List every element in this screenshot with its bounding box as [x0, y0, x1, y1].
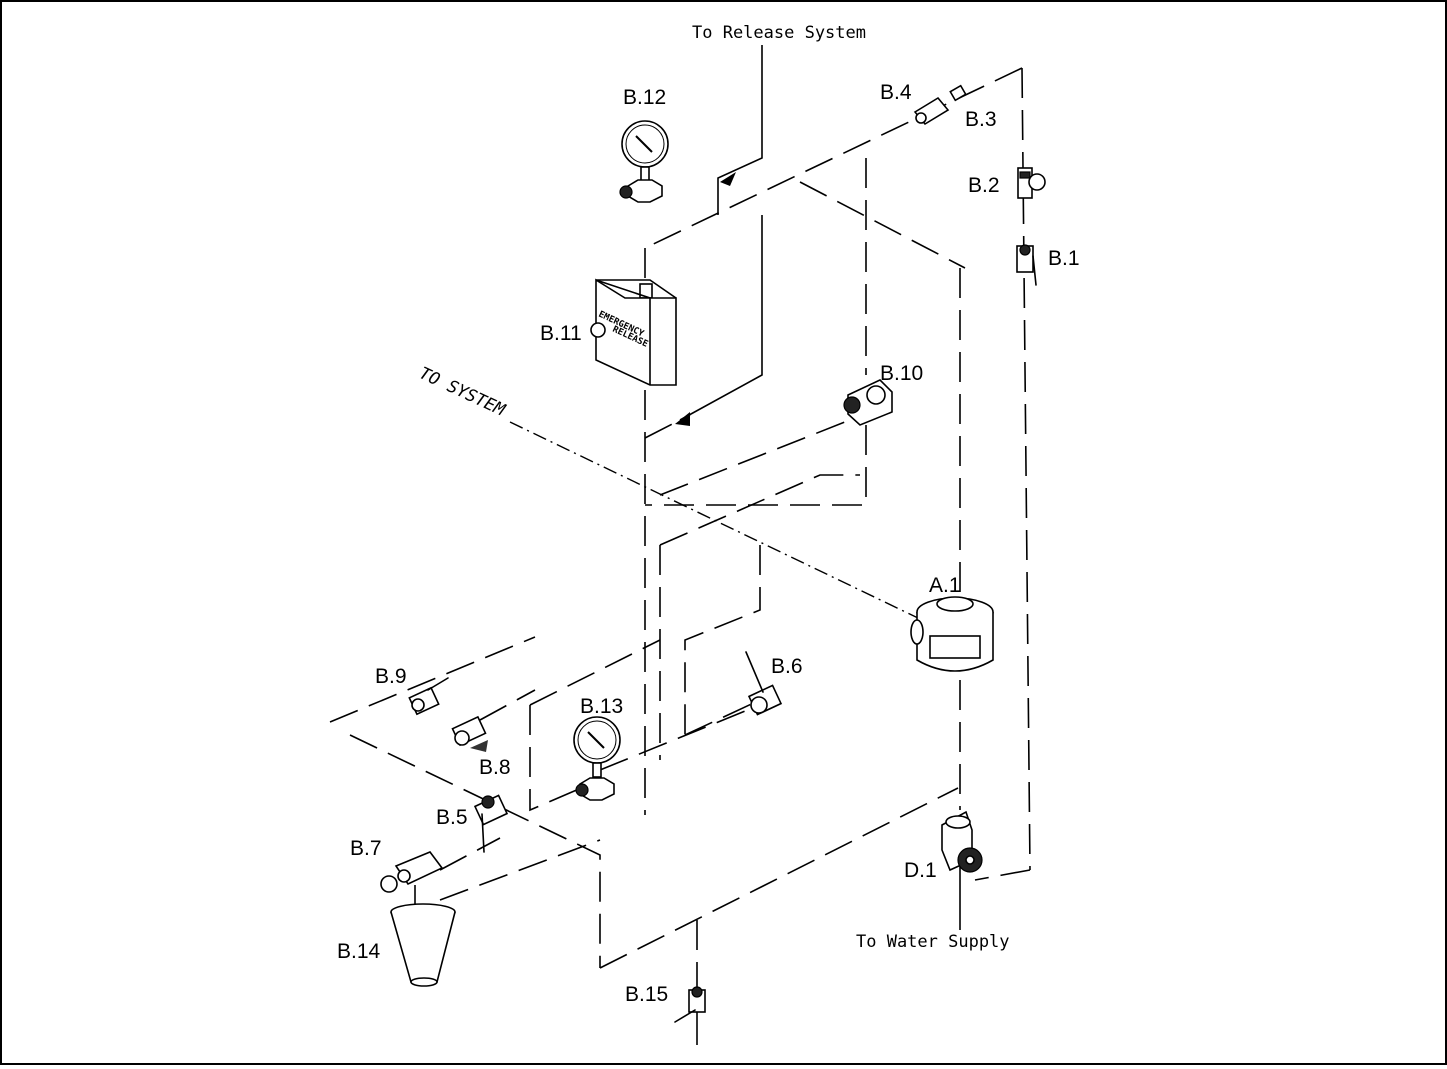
label-b1: B.1: [1048, 247, 1080, 270]
pipe-b6-stub: [684, 699, 761, 736]
strainer-icon: [1017, 167, 1046, 199]
ball-valve-icon: [473, 794, 509, 853]
pipe-b9-line: [329, 636, 536, 723]
pipe-upper-cross: [799, 181, 966, 269]
box-outline: [595, 278, 677, 386]
release-line-lower: [679, 215, 763, 421]
label-b15: B.15: [625, 983, 668, 1006]
component-labels: B.12 B.4 B.3 B.2 B.1 B.11 B.10 A.1 B.9 B…: [337, 81, 1080, 1006]
label-b7: B.7: [350, 837, 382, 860]
ball-valve-icon: [408, 677, 449, 716]
drain-funnel-icon: [390, 903, 456, 987]
check-valve-icon: [843, 379, 893, 426]
release-line-upper: [717, 45, 763, 215]
label-a1: A.1: [929, 574, 961, 597]
label-b10: B.10: [880, 362, 923, 385]
label-b11: B.11: [540, 322, 582, 345]
pipe-bottom-diagonal: [599, 787, 959, 969]
flow-arrow-icon: [675, 412, 690, 426]
fitting-icon: [913, 84, 967, 126]
pressure-gauge-icon: [619, 120, 669, 203]
label-b13: B.13: [580, 695, 623, 718]
piping-lines: [329, 67, 1031, 985]
to-system-line: [509, 421, 919, 619]
ball-valve-icon: [1016, 244, 1037, 286]
emergency-release-box: EMERGENCY RELEASE: [595, 278, 677, 386]
b11-indicator: [590, 322, 606, 338]
pipe-b8-stub: [479, 689, 536, 721]
pipe-lower-left-diagonal: [349, 734, 601, 968]
label-b4: B.4: [880, 81, 912, 104]
drain-valve-icon: [451, 715, 488, 752]
label-b14: B.14: [337, 940, 381, 963]
caption-to-water-supply: To Water Supply: [856, 932, 1010, 952]
deluge-valve-icon: [910, 596, 994, 672]
caption-to-release-system: To Release System: [692, 23, 866, 43]
pipe-b6-loop: [684, 545, 761, 735]
control-valve-icon: [941, 810, 983, 873]
label-b5: B.5: [436, 806, 468, 829]
release-lines: [414, 45, 961, 1045]
label-b2: B.2: [968, 174, 1000, 197]
pipe-b10-branch: [659, 419, 851, 496]
ball-valve-icon: [380, 851, 444, 893]
pipe-mid-diagonal: [659, 474, 860, 546]
label-b6: B.6: [771, 655, 803, 678]
ball-valve-icon: [674, 986, 706, 1023]
label-b9: B.9: [375, 665, 407, 688]
label-b3: B.3: [965, 108, 997, 131]
pipe-funnel-link: [439, 839, 601, 901]
pipe-b10-drop: [645, 425, 867, 506]
label-b12: B.12: [623, 86, 666, 109]
pressure-gauge-icon: [573, 716, 621, 801]
pipe-right-riser: [1021, 67, 1031, 871]
label-d1: D.1: [904, 859, 937, 882]
pipe-b13-branch: [599, 704, 761, 771]
pipe-b7-link: [439, 837, 501, 871]
caption-to-system: TO SYSTEM: [416, 363, 509, 420]
label-b8: B.8: [479, 756, 511, 779]
pipe-b8-link: [529, 639, 661, 706]
pipe-d1-return: [974, 869, 1031, 881]
ball-valve-icon: [745, 651, 783, 716]
flow-arrow-icon: [720, 172, 736, 186]
